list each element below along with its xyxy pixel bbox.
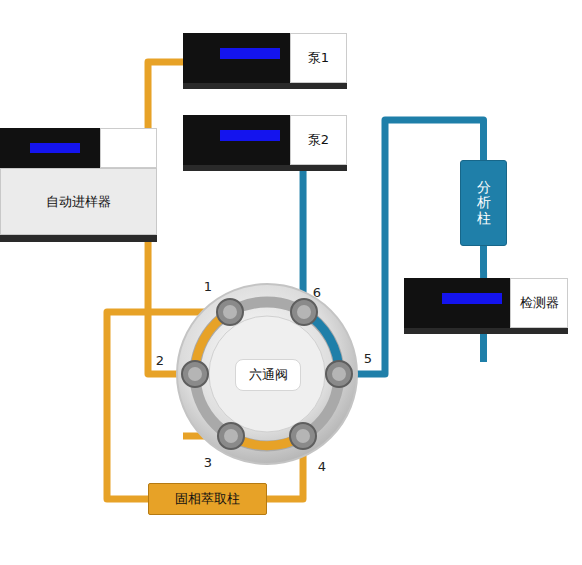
display-screen	[220, 130, 280, 141]
port-number: 1	[204, 280, 212, 293]
text-region: 固相萃取柱	[149, 484, 266, 514]
valve-port	[326, 361, 352, 387]
port-number: 2	[156, 354, 164, 367]
valve-port-bore	[188, 367, 202, 381]
autosampler-box: 自动进样器	[0, 128, 157, 242]
node-label: 泵1	[308, 50, 329, 66]
pump-box: 泵1	[183, 33, 347, 89]
pump-box: 泵2	[183, 115, 347, 171]
valve-port-bore	[224, 429, 238, 443]
side-panel	[100, 128, 157, 168]
valve-port-bore	[297, 305, 311, 319]
valve-port	[291, 299, 317, 325]
text-region: 泵1	[290, 33, 347, 83]
valve-disk	[177, 284, 357, 464]
display-screen	[442, 293, 502, 304]
detector-outlet-line	[480, 330, 487, 362]
valve-port	[182, 361, 208, 387]
port-number: 3	[204, 456, 212, 469]
text-region: 泵2	[290, 115, 347, 165]
text-region: 分析柱	[461, 161, 506, 245]
valve-port-bore	[223, 305, 237, 319]
tubing-connector	[480, 246, 487, 278]
valve-port	[218, 423, 244, 449]
base-strip	[183, 165, 347, 171]
base-strip	[0, 235, 157, 242]
node-label: 检测器	[520, 295, 559, 311]
spe-column: 固相萃取柱	[148, 483, 267, 515]
detector-box: 检测器	[404, 278, 568, 334]
valve-port-bore	[332, 367, 346, 381]
valve-port-bore	[296, 429, 310, 443]
node-label: 分析柱	[477, 180, 491, 226]
node-label: 固相萃取柱	[175, 491, 240, 507]
display-screen	[220, 48, 280, 59]
valve-center-disk	[209, 316, 325, 432]
text-region: 六通阀	[235, 359, 301, 391]
display-screen	[30, 143, 80, 153]
tubing-connector	[339, 120, 484, 374]
valve-channel-ring	[195, 302, 339, 446]
base-strip	[183, 83, 347, 89]
text-region: 自动进样器	[0, 168, 157, 235]
text-region: 检测器	[510, 278, 568, 328]
tubing-connector	[148, 62, 183, 128]
base-strip	[404, 328, 568, 334]
node-label: 自动进样器	[46, 194, 111, 210]
node-label: 泵2	[308, 132, 329, 148]
six-port-valve: 六通阀	[175, 282, 359, 466]
valve-port	[217, 299, 243, 325]
analytical-column: 分析柱	[460, 160, 507, 246]
valve-port	[290, 423, 316, 449]
port-number: 5	[364, 352, 372, 365]
port-number: 4	[318, 460, 326, 473]
node-label: 六通阀	[249, 367, 288, 383]
port-number: 6	[313, 286, 321, 299]
